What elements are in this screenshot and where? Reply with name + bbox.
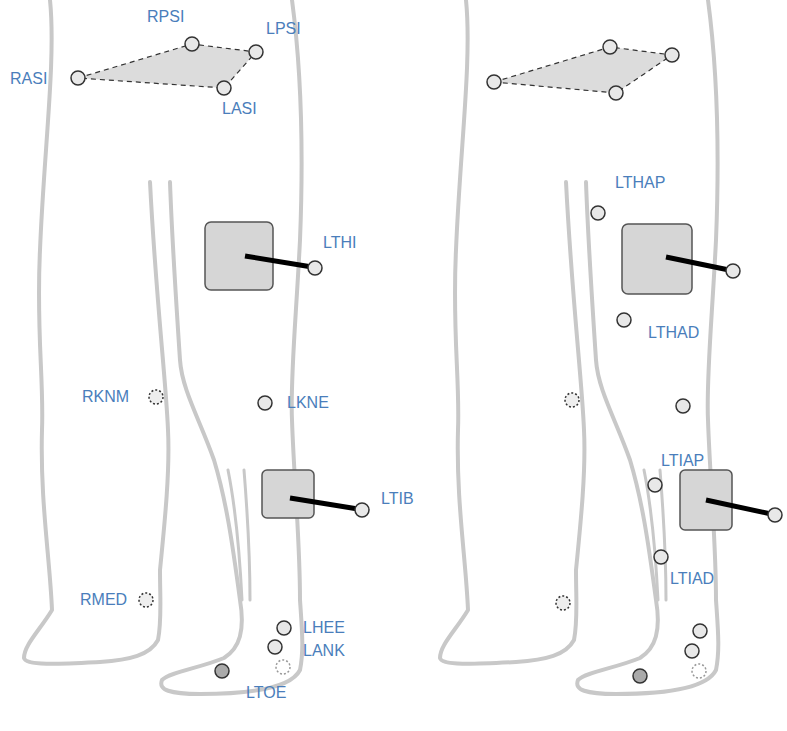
- marker-label: LTIB: [381, 490, 414, 508]
- marker-label: LTIAD: [670, 570, 714, 588]
- marker-label: LHEE: [303, 619, 345, 637]
- marker-label: LTHAD: [648, 324, 699, 342]
- marker-label: LTHAP: [615, 174, 665, 192]
- marker-label: LTIAP: [661, 452, 704, 470]
- markers: [71, 37, 782, 683]
- marker-label: LKNE: [287, 394, 329, 412]
- marker-label: RKNM: [82, 388, 129, 406]
- marker-label: RMED: [80, 591, 127, 609]
- marker-label: LTOE: [246, 684, 286, 702]
- marker-label: LANK: [303, 642, 345, 660]
- pelvis-markers: [78, 44, 672, 93]
- legs-back: [440, 0, 718, 694]
- marker-label: RPSI: [147, 8, 184, 26]
- marker-label: LASI: [222, 100, 257, 118]
- marker-label: LPSI: [266, 20, 301, 38]
- legs-front: [24, 0, 302, 694]
- marker-label: LTHI: [323, 234, 356, 252]
- marker-label: RASI: [10, 70, 47, 88]
